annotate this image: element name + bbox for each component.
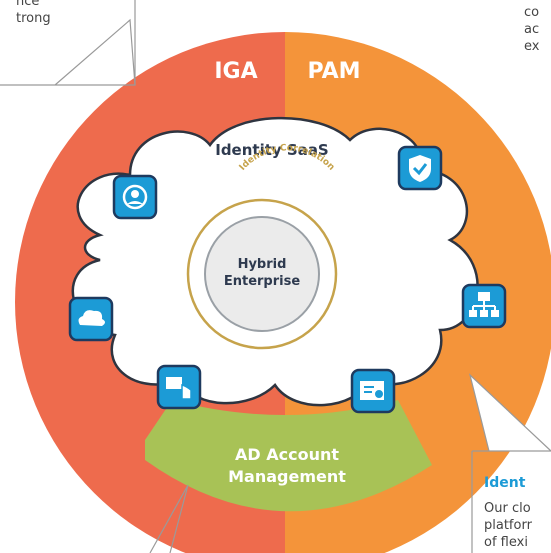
bottom-right-callout: Our clo platforr of flexi (484, 500, 532, 551)
top-left-callout: nce trong (16, 0, 51, 27)
ad-account-segment (145, 400, 432, 512)
top-left-callout-tail (0, 18, 136, 86)
pam-label: PAM (307, 59, 360, 84)
top-right-callout-line1: co (524, 5, 540, 20)
bottom-right-callout-tail (468, 373, 551, 553)
top-right-callout-line3: ex (524, 39, 540, 54)
certificate-icon (350, 368, 396, 414)
touch-screen-icon (156, 364, 202, 410)
sync-user-icon (112, 174, 158, 220)
top-left-callout-line2: trong (16, 11, 51, 26)
bottom-right-callout-line3: of flexi (484, 535, 528, 550)
enterprise-label: Enterprise (224, 274, 300, 289)
shield-check-icon (397, 145, 443, 191)
cloud-sync-icon (68, 296, 114, 342)
ad-account-line1: AD Account (235, 445, 339, 464)
top-right-callout-line2: ac (524, 22, 540, 37)
ad-account-line2: Management (228, 467, 346, 486)
hybrid-enterprise-disc (204, 216, 320, 332)
bottom-right-callout-line2: platforr (484, 518, 532, 533)
network-hierarchy-icon (461, 283, 507, 329)
top-right-callout: co ac ex (524, 4, 539, 55)
top-left-callout-line1: nce (16, 0, 40, 9)
hybrid-label: Hybrid (238, 257, 287, 272)
iga-label: IGA (214, 59, 257, 84)
identity-saas-title: Identity SaaS (215, 141, 329, 159)
bottom-left-callout-tail (149, 484, 189, 553)
bottom-right-callout-line1: Our clo (484, 501, 531, 516)
bottom-right-callout-heading: Ident (484, 475, 526, 491)
